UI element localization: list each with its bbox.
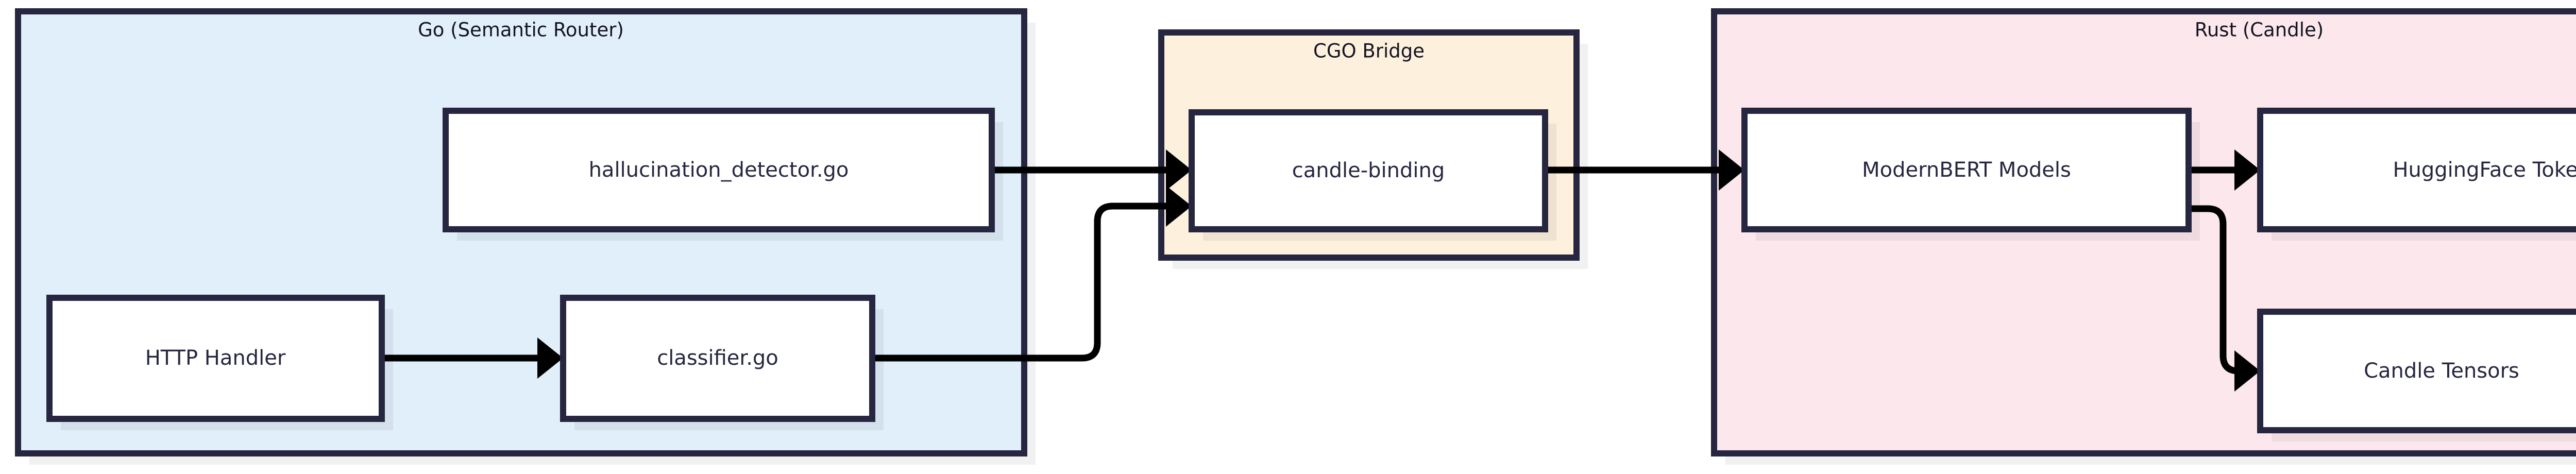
cluster-go-title: Go (Semantic Router) (418, 19, 624, 41)
node-http-handler-rect[interactable] (46, 295, 385, 422)
node-http-handler-label: HTTP Handler (145, 346, 286, 370)
edge-modernbert-to-tensors[interactable] (2189, 205, 2260, 392)
node-huggingface-tokenizers-label: HuggingFace Tokenizers (2393, 158, 2576, 182)
node-modernbert-models-label: ModernBERT Models (1862, 158, 2071, 182)
arrow-head-icon (2234, 149, 2260, 191)
edge-hallucination-to-candlebinding[interactable] (992, 149, 1192, 191)
node-classifier-go-rect[interactable] (560, 295, 875, 422)
edge-http-to-classifier[interactable] (382, 337, 563, 379)
cluster-rust-title: Rust (Candle) (2195, 19, 2324, 41)
node-candle-binding-rect[interactable] (1189, 109, 1548, 232)
edge-modernbert-to-tensors-line (2189, 205, 2239, 375)
node-hallucination-detector[interactable]: hallucination_detector.go (443, 108, 1003, 241)
arrow-head-icon (2234, 350, 2260, 392)
node-candle-tensors[interactable]: Candle Tensors (2257, 309, 2576, 442)
node-hallucination-detector-rect[interactable] (443, 108, 995, 232)
node-candle-tensors-rect[interactable] (2257, 309, 2576, 433)
arrow-head-icon (1719, 149, 1744, 191)
node-candle-binding-label: candle-binding (1292, 159, 1445, 182)
edge-modernbert-to-hftokenizers[interactable] (2189, 149, 2260, 191)
node-huggingface-tokenizers-rect[interactable] (2257, 108, 2576, 232)
cluster-cgo-title: CGO Bridge (1313, 40, 1425, 62)
node-candle-binding[interactable]: candle-binding (1189, 109, 1556, 241)
node-http-handler[interactable]: HTTP Handler (46, 295, 393, 430)
node-modernbert-models[interactable]: ModernBERT Models (1741, 108, 2200, 241)
node-classifier-go-label: classifier.go (657, 346, 778, 370)
node-hallucination-detector-label: hallucination_detector.go (589, 158, 849, 182)
edge-candlebinding-to-modernbert[interactable] (1545, 149, 1744, 191)
arrow-head-icon (1166, 149, 1192, 191)
node-huggingface-tokenizers[interactable]: HuggingFace Tokenizers (2257, 108, 2576, 241)
edge-classifier-to-candlebinding[interactable] (872, 185, 1192, 362)
node-candle-tensors-label: Candle Tensors (2364, 359, 2519, 383)
node-modernbert-models-rect[interactable] (1741, 108, 2192, 232)
edge-classifier-to-candlebinding-line (872, 202, 1168, 362)
arrow-head-icon (537, 337, 563, 379)
arrow-head-icon (1166, 185, 1192, 227)
node-classifier-go[interactable]: classifier.go (560, 295, 884, 430)
